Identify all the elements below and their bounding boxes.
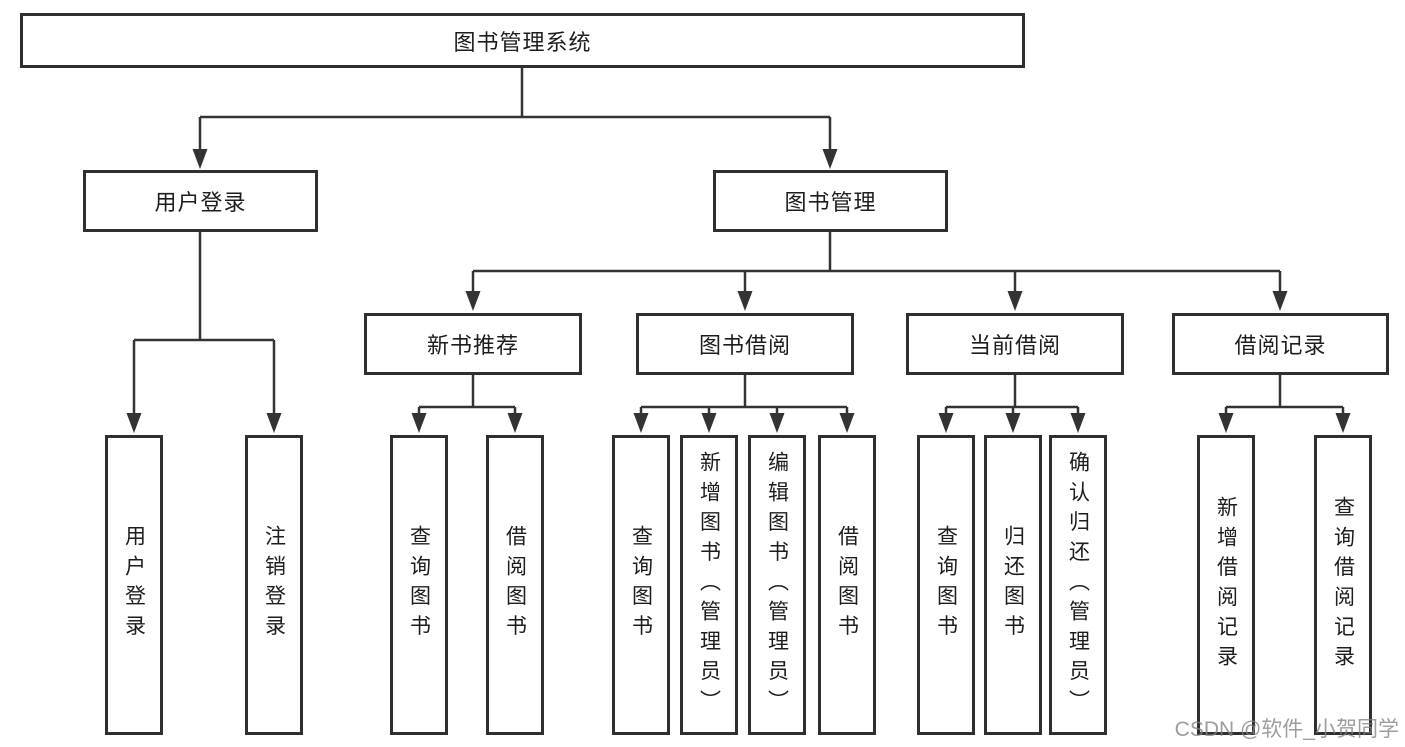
arrowhead-icons: [126, 149, 1351, 433]
node-new-book-recommend: 新书推荐: [364, 313, 582, 375]
node-query-borrow-record-label: 查询借阅记录: [1331, 495, 1355, 675]
node-current-borrowing: 当前借阅: [906, 313, 1124, 375]
node-query-books-recommend-label: 查询图书: [407, 525, 431, 645]
node-edit-books-admin: 编辑图书（管理员）: [748, 435, 806, 735]
node-query-books-current: 查询图书: [917, 435, 975, 735]
node-borrow-books-borrowing: 借阅图书: [818, 435, 876, 735]
watermark: CSDN @软件_小贺同学: [1174, 718, 1399, 741]
node-root: 图书管理系统: [20, 13, 1025, 68]
node-leaf-user-login-label: 用户登录: [122, 525, 146, 645]
node-add-books-admin-label: 新增图书（管理员）: [697, 450, 721, 720]
node-book-borrowing: 图书借阅: [636, 313, 854, 375]
node-query-books-borrowing-label: 查询图书: [629, 525, 653, 645]
node-add-borrow-record: 新增借阅记录: [1197, 435, 1255, 735]
node-book-management-label: 图书管理: [784, 190, 877, 215]
node-return-books: 归还图书: [984, 435, 1042, 735]
node-add-borrow-record-label: 新增借阅记录: [1214, 495, 1238, 675]
node-book-management: 图书管理: [713, 170, 948, 232]
node-root-label: 图书管理系统: [453, 29, 592, 55]
node-query-borrow-record: 查询借阅记录: [1314, 435, 1372, 735]
node-borrow-books-recommend: 借阅图书: [486, 435, 544, 735]
node-borrow-books-borrowing-label: 借阅图书: [835, 525, 859, 645]
node-user-login: 用户登录: [83, 170, 318, 232]
node-borrowing-records: 借阅记录: [1172, 313, 1389, 375]
node-confirm-return-admin: 确认归还（管理员）: [1049, 435, 1107, 735]
node-confirm-return-admin-label: 确认归还（管理员）: [1066, 450, 1090, 720]
node-edit-books-admin-label: 编辑图书（管理员）: [765, 450, 789, 720]
node-add-books-admin: 新增图书（管理员）: [680, 435, 738, 735]
tree-edge-lines: [132, 68, 1345, 415]
node-query-books-recommend: 查询图书: [390, 435, 448, 735]
node-return-books-label: 归还图书: [1001, 525, 1025, 645]
node-borrow-books-recommend-label: 借阅图书: [503, 525, 527, 645]
node-new-book-recommend-label: 新书推荐: [426, 333, 519, 358]
node-current-borrowing-label: 当前借阅: [968, 333, 1061, 358]
node-leaf-logout: 注销登录: [245, 435, 303, 735]
node-leaf-user-login: 用户登录: [105, 435, 163, 735]
node-book-borrowing-label: 图书借阅: [698, 333, 791, 358]
node-query-books-borrowing: 查询图书: [612, 435, 670, 735]
node-leaf-logout-label: 注销登录: [262, 525, 286, 645]
node-query-books-current-label: 查询图书: [934, 525, 958, 645]
node-borrowing-records-label: 借阅记录: [1234, 333, 1327, 358]
node-user-login-label: 用户登录: [154, 190, 247, 215]
